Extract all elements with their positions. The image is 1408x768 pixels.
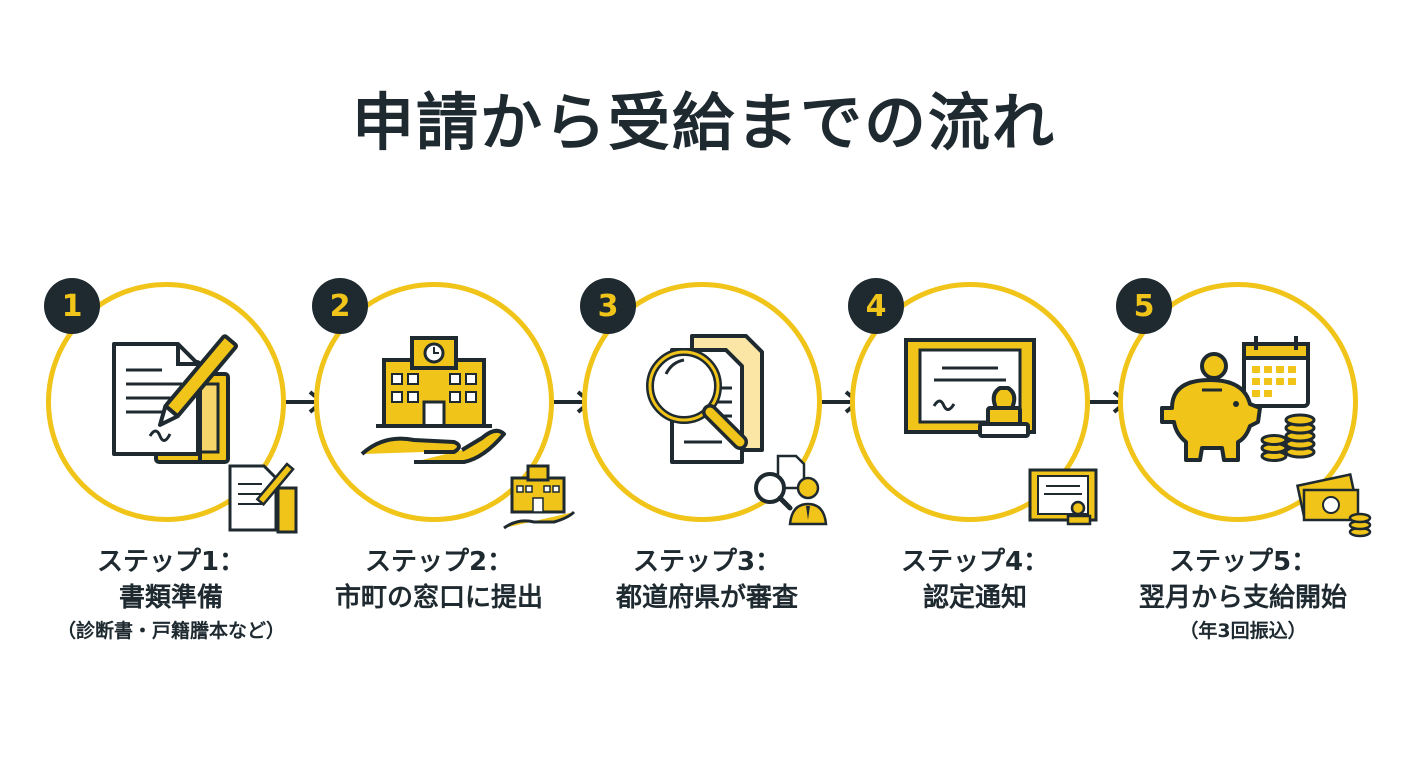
step-4-label: ステップ4： 認定通知	[900, 547, 1050, 613]
step-3: 3 ステップ3： 都道府県が審査	[580, 278, 832, 662]
document-pen-small-icon	[228, 462, 298, 534]
step-3-label: ステップ3： 都道府県が審査	[615, 547, 798, 613]
cash-coins-icon	[1296, 473, 1372, 538]
step-1-badge: 1	[44, 278, 100, 334]
step-5-label: ステップ5： 翌月から支給開始 （年3回振込）	[1138, 547, 1347, 642]
page-title: 申請から受給までの流れ	[351, 86, 1056, 159]
step-5-badge: 5	[1116, 278, 1172, 334]
magnifier-person-icon	[754, 454, 828, 526]
step-2: 2 ステップ2： 市町の窓口に提出	[312, 278, 576, 662]
magnifier-document-icon	[646, 334, 764, 464]
step-3-badge: 3	[580, 278, 636, 334]
step-1: 1 ステップ1： 書類準備 （診断書・戸籍謄本など）	[44, 278, 298, 662]
step-4-badge: 4	[848, 278, 904, 334]
step-5: 5 ステップ5： 翌月から支給開始 （年3回振込）	[1116, 278, 1372, 662]
document-pen-icon	[112, 334, 239, 464]
certificate-stamp-icon	[904, 338, 1036, 438]
step-4: 4 ステップ4： 認定通知	[848, 278, 1100, 662]
step-2-badge: 2	[312, 278, 368, 334]
government-office-small-icon	[503, 464, 576, 530]
piggy-bank-calendar-icon	[1160, 336, 1316, 462]
certificate-small-icon	[1028, 468, 1098, 526]
step-2-label: ステップ2： 市町の窓口に提出	[334, 547, 543, 613]
step-1-label: ステップ1： 書類準備 （診断書・戸籍謄本など）	[56, 547, 285, 642]
government-office-hand-icon	[360, 336, 506, 464]
